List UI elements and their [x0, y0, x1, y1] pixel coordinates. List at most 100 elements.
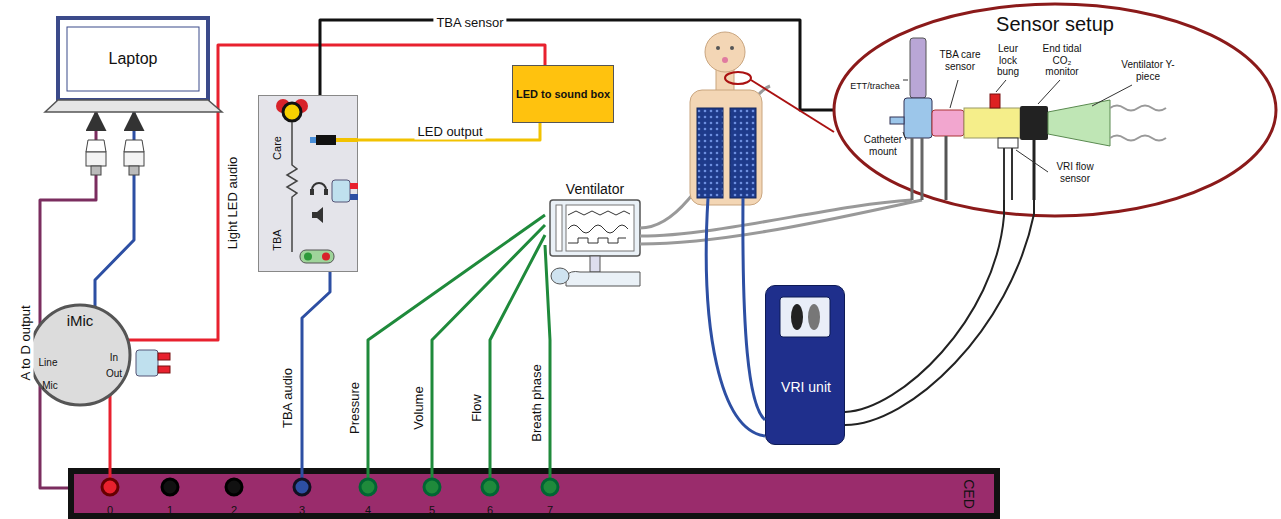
- signal-cable: [109, 395, 112, 468]
- laptop-drawing: [45, 100, 222, 112]
- leader-line: [903, 80, 908, 81]
- ventilator-drawing: [550, 200, 640, 256]
- part-label: End tidal CO₂ monitor: [1037, 43, 1087, 78]
- input-socket: [542, 479, 558, 495]
- input-socket: [102, 479, 118, 495]
- catheter-mount: [904, 98, 932, 138]
- channel-number: 4: [365, 504, 371, 517]
- channel-number: 0: [107, 504, 113, 517]
- input-socket: [482, 479, 498, 495]
- node-label: Ventilator: [566, 181, 624, 197]
- signal-label: A to D output: [19, 302, 34, 383]
- sensor-wire: [845, 200, 1034, 425]
- care-clip-symbol: [283, 103, 301, 121]
- node-label: Mic: [42, 380, 58, 392]
- breathing-hose: [640, 200, 912, 236]
- power-switch: [322, 253, 330, 261]
- signal-label: TBA sensor: [433, 16, 506, 31]
- audio-jack-splitter: [158, 366, 170, 373]
- vri-flow-sensor: [998, 138, 1018, 200]
- patient-mannequin: [716, 46, 720, 50]
- co2-monitor: [1020, 106, 1048, 200]
- ett-tube: [910, 38, 926, 98]
- sensor-wire: [845, 200, 1034, 425]
- usb-plug: [86, 140, 144, 175]
- ventilator-drawing: [568, 211, 630, 215]
- laptop: Laptop: [45, 18, 222, 112]
- leader-line: [903, 80, 1132, 172]
- part-label: Ventilator Y-piece: [1118, 59, 1178, 82]
- breathing-hose: [640, 86, 770, 228]
- headphone-jack: [350, 183, 358, 189]
- node-label: iMic: [67, 312, 94, 329]
- sensor-jack: [336, 138, 358, 142]
- headphone-jack: [310, 180, 358, 202]
- input-socket: [301, 468, 304, 479]
- input-socket: [102, 468, 558, 495]
- tba-care-sensor: [945, 136, 948, 200]
- leader-line: [950, 80, 958, 108]
- ventilator-y-piece: [1048, 100, 1110, 146]
- imic-interface-outline: [30, 305, 130, 405]
- breathing-hose: [640, 86, 922, 244]
- usb-plug: [124, 152, 144, 166]
- audio-jack-splitter: [158, 353, 170, 360]
- imic-interface: iMicLineMicInOut: [28, 303, 132, 407]
- node-label: In: [110, 352, 118, 364]
- input-socket: [162, 479, 178, 495]
- ventilator-drawing: [568, 238, 626, 243]
- patient-mannequin: [730, 108, 756, 198]
- input-socket: [424, 479, 440, 495]
- signal-cable: [432, 225, 545, 468]
- signal-cable: [95, 112, 134, 307]
- channel-number: 3: [299, 504, 305, 517]
- vri-screen: [808, 304, 820, 330]
- node-label: CED: [961, 479, 977, 509]
- signal-label: Pressure: [348, 379, 363, 437]
- catheter-mount: [890, 117, 904, 124]
- input-socket: [360, 479, 376, 495]
- ventilator-drawing: [590, 256, 600, 272]
- patient-mannequin: [730, 46, 734, 50]
- sensor-setup-ellipse-outline: [834, 4, 1276, 216]
- tba-care-sensor: [932, 110, 964, 200]
- care-clip-symbol: [276, 99, 308, 121]
- vri-flow-sensor: [1004, 148, 1012, 200]
- speaker-icon: [312, 207, 323, 223]
- resistor-symbol: [287, 122, 297, 252]
- sensor-wire: [845, 200, 1004, 412]
- headphone-jack: [350, 194, 358, 200]
- leur-lock-bung: [990, 94, 1000, 108]
- sensor-callout-line: [725, 72, 751, 84]
- care-clip-symbol: [276, 99, 290, 113]
- tba-care-sensor: [932, 110, 964, 136]
- channel-number: 2: [231, 504, 237, 517]
- signal-cable: [302, 272, 330, 468]
- laptop-drawing: [67, 27, 199, 91]
- ventilator-drawing: [568, 225, 628, 233]
- electrode-wire: [743, 198, 765, 420]
- laptop-drawing: [58, 18, 208, 100]
- electrode-wire: [706, 198, 765, 436]
- patient-mannequin: [722, 57, 728, 63]
- care-clip-symbol: [294, 99, 308, 113]
- patient-mannequin: [697, 108, 723, 198]
- co2-monitor: [1020, 106, 1048, 140]
- headphone-jack: [310, 189, 314, 195]
- part-label: TBA care sensor: [937, 49, 983, 72]
- vri-screen: [791, 304, 803, 330]
- usb-plug: [86, 140, 106, 152]
- sensor-jack: [316, 135, 336, 145]
- headphone-jack: [312, 183, 326, 190]
- leur-lock-bung: [964, 94, 1020, 138]
- power-switch: [300, 250, 334, 263]
- part-label: Catheter mount: [858, 134, 908, 157]
- audio-jack-splitter: [19, 350, 170, 376]
- usb-plug: [129, 166, 139, 175]
- vri-screen: [780, 297, 830, 337]
- channel-number: 1: [167, 504, 173, 517]
- ventilator-y-piece: [1048, 100, 1166, 146]
- input-socket: [109, 468, 112, 479]
- input-socket: [294, 479, 310, 495]
- usb-plug: [86, 152, 106, 166]
